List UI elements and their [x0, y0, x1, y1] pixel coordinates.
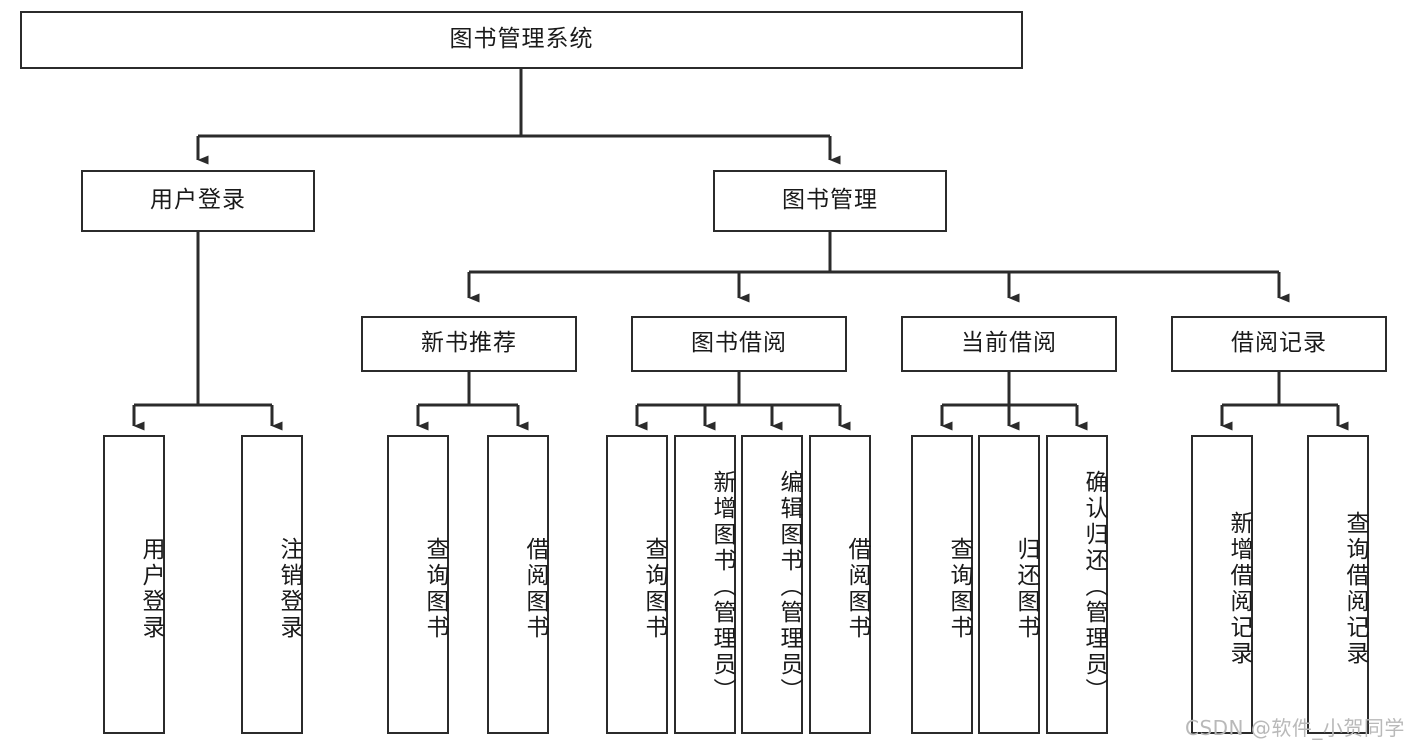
node-root-label: 图书管理系统 — [449, 26, 594, 53]
node-leaf-query-book-2[interactable]: 查询图书 — [606, 435, 668, 734]
node-leaf-borrow-book-1[interactable]: 借阅图书 — [487, 435, 549, 734]
node-leaf-add-book[interactable]: 新增图书（管理员） — [674, 435, 736, 734]
node-book-borrow-label: 图书借阅 — [691, 330, 787, 357]
node-leaf-confirm-return[interactable]: 确认归还（管理员） — [1046, 435, 1108, 734]
node-leaf-query-book-2-label: 查询图书 — [641, 536, 667, 641]
node-current-borrow[interactable]: 当前借阅 — [901, 316, 1117, 372]
node-root[interactable]: 图书管理系统 — [20, 11, 1023, 69]
node-book-manage-label: 图书管理 — [782, 187, 878, 214]
node-leaf-return-book-label: 归还图书 — [1013, 536, 1039, 641]
node-leaf-borrow-book-2-label: 借阅图书 — [844, 536, 870, 641]
node-book-manage[interactable]: 图书管理 — [713, 170, 947, 232]
node-leaf-logout-label: 注销登录 — [276, 536, 302, 641]
node-leaf-add-book-label: 新增图书（管理员） — [709, 469, 735, 704]
node-leaf-query-book-1[interactable]: 查询图书 — [387, 435, 449, 734]
node-leaf-logout[interactable]: 注销登录 — [241, 435, 303, 734]
node-leaf-query-book-1-label: 查询图书 — [422, 536, 448, 641]
node-book-borrow[interactable]: 图书借阅 — [631, 316, 847, 372]
node-leaf-user-login[interactable]: 用户登录 — [103, 435, 165, 734]
node-new-book-rec[interactable]: 新书推荐 — [361, 316, 577, 372]
node-leaf-return-book[interactable]: 归还图书 — [978, 435, 1040, 734]
node-leaf-query-book-3[interactable]: 查询图书 — [911, 435, 973, 734]
node-leaf-confirm-return-label: 确认归还（管理员） — [1081, 469, 1107, 704]
node-leaf-add-record[interactable]: 新增借阅记录 — [1191, 435, 1253, 734]
node-leaf-edit-book[interactable]: 编辑图书（管理员） — [741, 435, 803, 734]
node-current-borrow-label: 当前借阅 — [961, 330, 1057, 357]
node-leaf-borrow-book-1-label: 借阅图书 — [522, 536, 548, 641]
node-user-login[interactable]: 用户登录 — [81, 170, 315, 232]
node-leaf-query-book-3-label: 查询图书 — [946, 536, 972, 641]
csdn-watermark: CSDN @软件_小贺同学 — [1185, 716, 1405, 740]
node-leaf-edit-book-label: 编辑图书（管理员） — [776, 469, 802, 704]
node-leaf-borrow-book-2[interactable]: 借阅图书 — [809, 435, 871, 734]
node-borrow-record[interactable]: 借阅记录 — [1171, 316, 1387, 372]
node-leaf-query-record-label: 查询借阅记录 — [1342, 510, 1368, 667]
node-leaf-query-record[interactable]: 查询借阅记录 — [1307, 435, 1369, 734]
node-new-book-rec-label: 新书推荐 — [421, 330, 517, 357]
node-leaf-user-login-label: 用户登录 — [138, 536, 164, 641]
node-leaf-add-record-label: 新增借阅记录 — [1226, 510, 1252, 667]
node-user-login-label: 用户登录 — [150, 187, 246, 214]
node-borrow-record-label: 借阅记录 — [1231, 330, 1327, 357]
